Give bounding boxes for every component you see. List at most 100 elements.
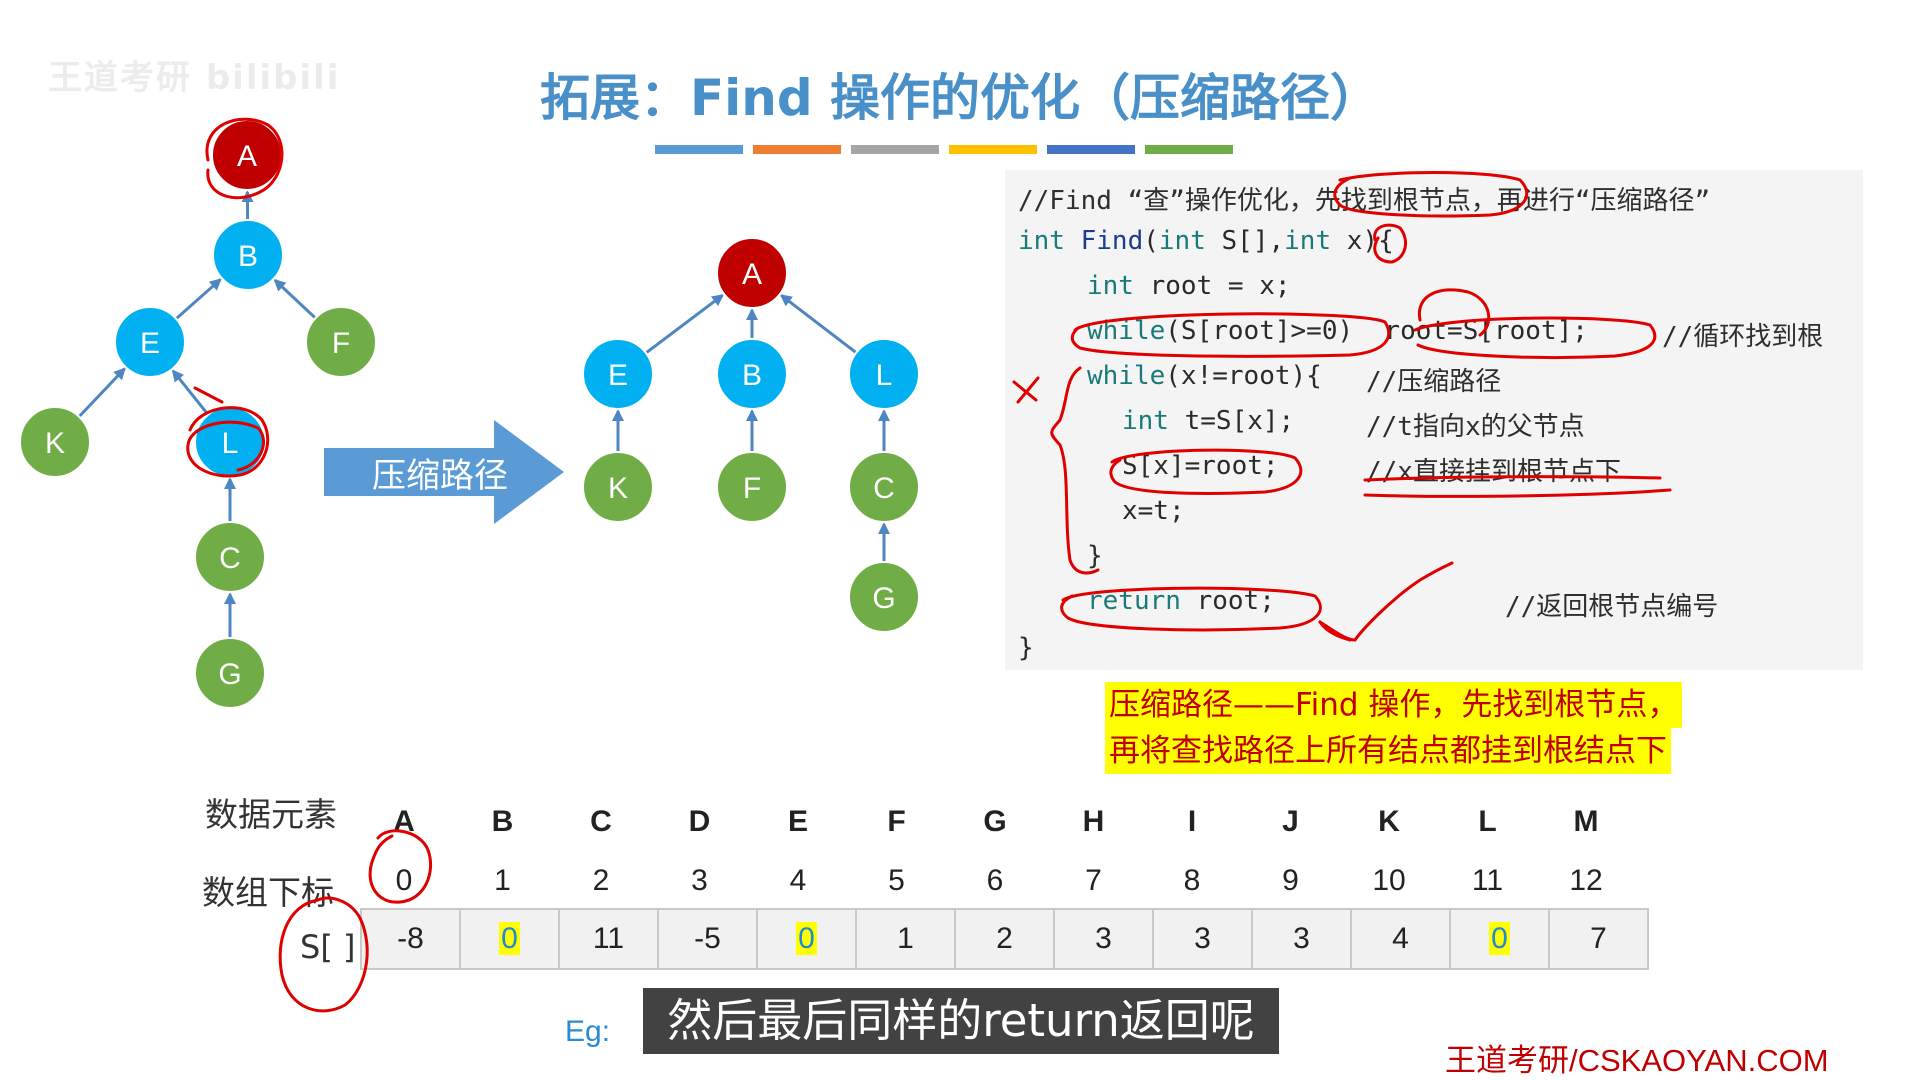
letter-cell: D [688,805,711,838]
left-tree-node-B [212,219,284,291]
letter-cell: K [1378,805,1400,838]
s-value-cell: 2 [954,908,1055,970]
left-tree-node-F [305,306,377,378]
brand-text: 王道考研/CSKAOYAN.COM [1445,1043,1829,1078]
code-line-5: while(x!=root){ [1087,361,1338,391]
right-tree-node-E [582,338,654,410]
s-value-cell: 4 [1350,908,1451,970]
letter-cell: M [1573,805,1599,838]
s-value-cell: 1 [855,908,956,970]
tree-edge-E-to-A [645,294,725,355]
left-tree-node-label-F: F [332,327,350,360]
right-tree-node-label-B: B [742,359,762,392]
code-line-comment-1: //Find “查”操作优化，先找到根节点，再进行“压缩路径” [1018,186,1711,216]
index-cell: 2 [592,864,610,897]
right-tree-node-C [848,451,920,523]
index-cell: 9 [1282,864,1299,897]
right-tree-node-label-C: C [873,472,895,505]
left-tree-node-label-E: E [140,327,160,360]
color-bar-segment [753,145,841,154]
letter-cell: F [887,805,906,838]
tree-edge-E-to-B [175,278,222,320]
slide-title: 拓展：Find 操作的优化（压缩路径） [539,69,1381,127]
right-tree-node-A [716,237,788,309]
code-line-3: int root = x; [1087,271,1291,301]
label-data-elements: 数据元素 [205,795,337,834]
code-line-7: S[x]=root; [1122,451,1279,481]
index-cell: 3 [691,864,708,897]
right-tree-node-L [848,338,920,410]
color-bar-segment [949,145,1037,154]
index-cell: 8 [1183,864,1201,897]
letter-cell: J [1282,805,1299,838]
tree-edge-L-to-A [779,294,858,354]
index-cell: 7 [1085,864,1102,897]
index-cell: 6 [986,864,1004,897]
s-value-cell: -8 [360,908,461,970]
index-cell: 4 [789,864,807,897]
s-value-cell: 3 [1152,908,1253,970]
s-value-cell: 7 [1548,908,1649,970]
right-tree-edges [612,294,890,562]
left-tree-node-label-C: C [219,542,241,575]
s-value-cell: 3 [1053,908,1154,970]
index-cell: 1 [494,864,511,897]
code-comment-7: //x直接挂到根节点下 [1366,457,1621,487]
s-value-cell: 3 [1251,908,1352,970]
code-line-9: } [1087,541,1103,571]
code-line-8: x=t; [1122,496,1185,526]
color-bar-segment [851,145,939,154]
right-tree-node-label-F: F [743,472,761,505]
left-tree-node-G [194,637,266,709]
code-comment-6: //t指向x的父节点 [1366,412,1585,442]
s-value-cell: 0 [756,908,857,970]
letter-cell: I [1187,805,1197,838]
video-subtitle: 然后最后同样的return返回呢 [643,988,1279,1054]
tree-edge-F-to-B [273,278,317,320]
label-s-array: S[ ] [300,928,356,966]
letter-cell: E [787,805,808,838]
example-label: Eg: [565,1015,611,1048]
code-comment-4: //循环找到根 [1662,322,1824,352]
index-cell: 12 [1569,864,1603,897]
watermark: 王道考研 bilibili [48,58,341,98]
right-tree-node-F [716,451,788,523]
s-value-cell: -5 [657,908,758,970]
right-tree-node-G [848,561,920,633]
color-bar-segment [1145,145,1233,154]
index-cell: 0 [395,864,413,897]
right-tree-node-K [582,451,654,523]
left-tree-edges [78,189,317,638]
label-array-index: 数组下标 [202,873,334,912]
left-tree-node-label-G: G [218,658,241,691]
s-value-cell: 11 [558,908,659,970]
summary-line-1: 压缩路径——Find 操作，先找到根节点， [1105,682,1683,728]
letter-cell: H [1082,805,1105,838]
right-tree-node-label-G: G [872,582,895,615]
letter-cell: A [393,805,415,838]
right-tree-node-label-E: E [608,359,628,392]
left-tree-node-K [19,406,91,478]
code-line-10: return root; [1087,586,1275,616]
letter-cell: L [1478,805,1497,838]
color-bar-segment [655,145,743,154]
compress-arrow [324,420,564,524]
left-tree-node-E [114,306,186,378]
left-tree-node-label-B: B [238,240,258,273]
letter-cell: B [491,805,514,838]
left-tree-node-C [194,521,266,593]
code-comment-5: //压缩路径 [1366,367,1502,397]
code-line-6: int t=S[x]; [1122,406,1295,436]
letter-cell: G [983,805,1007,838]
index-cell: 10 [1372,864,1406,897]
code-line-11: } [1018,633,1034,663]
s-value-cell: 0 [459,908,560,970]
color-bar-segment [1047,145,1135,154]
code-comment-10: //返回根节点编号 [1505,592,1719,622]
right-tree-node-label-L: L [876,359,893,392]
code-line-4: while(S[root]>=0) root=S[root]; [1087,316,1588,346]
